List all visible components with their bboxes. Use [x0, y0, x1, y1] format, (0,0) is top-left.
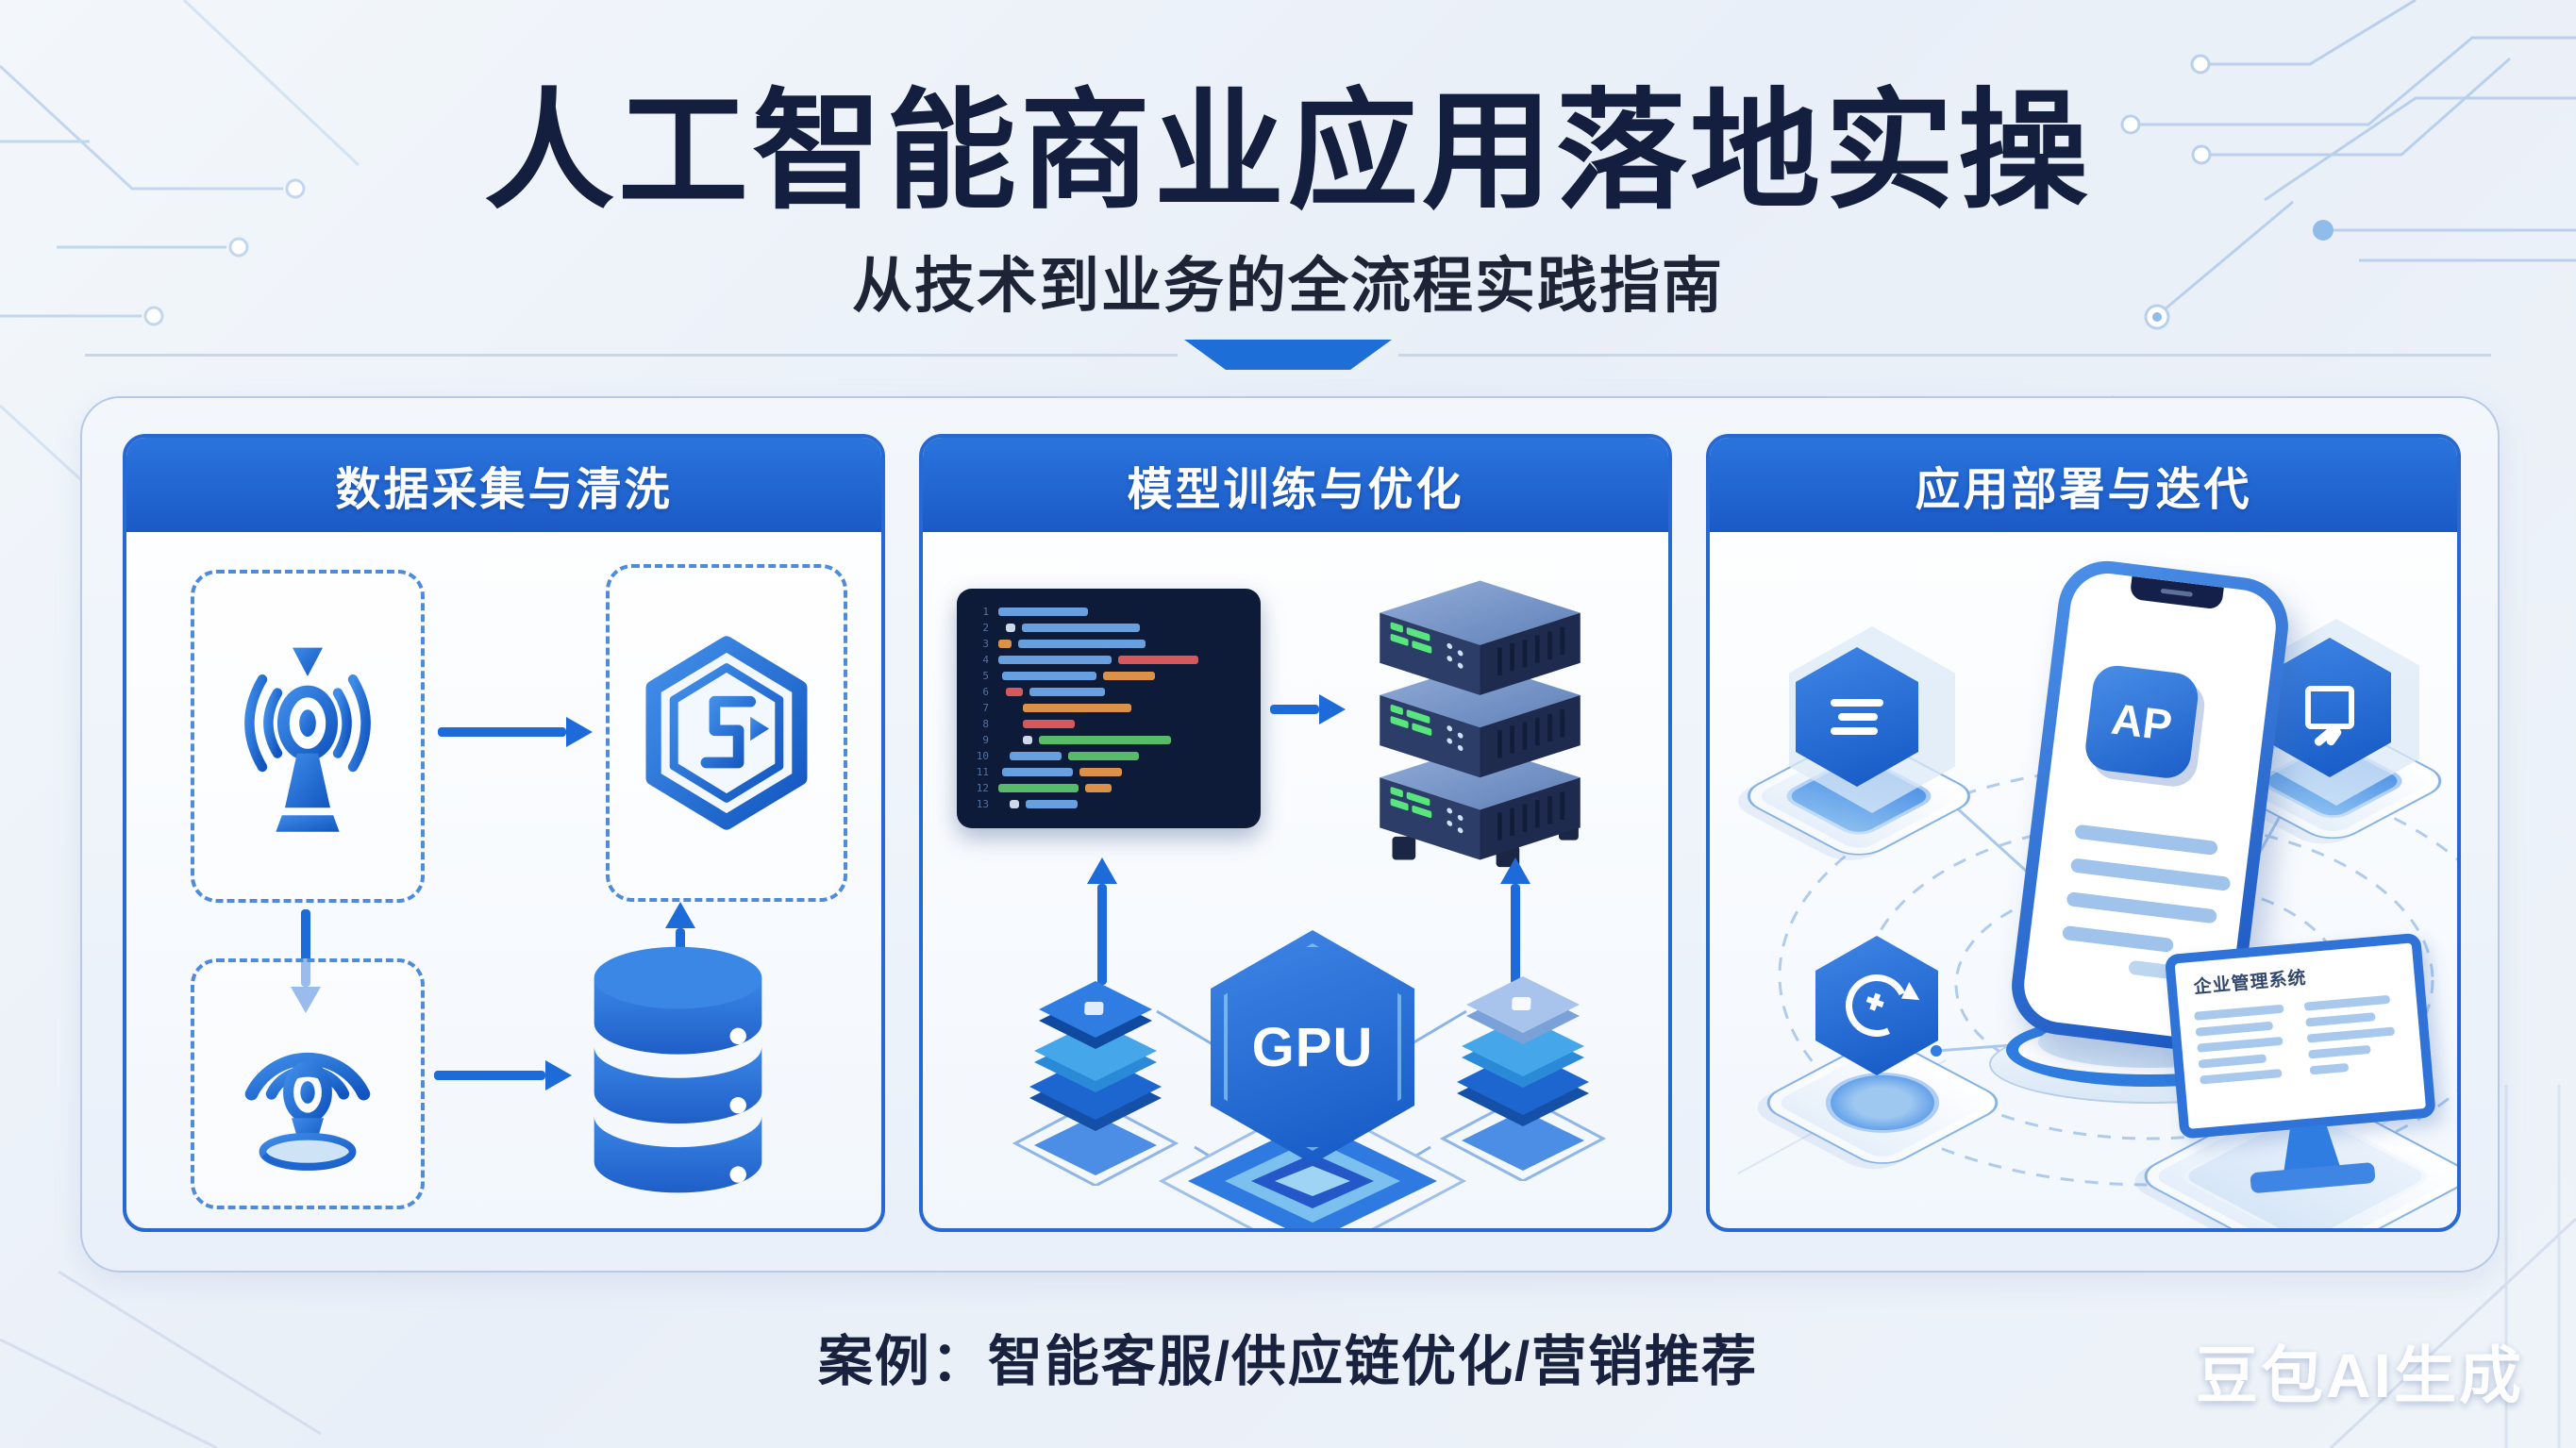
panel-2-header: 模型训练与优化: [923, 438, 1668, 532]
content-container: 数据采集与清洗: [80, 396, 2500, 1273]
page-subtitle: 从技术到业务的全流程实践指南: [852, 252, 1724, 320]
arrow-gpu-to-server: [1500, 857, 1531, 985]
arrow-code-to-server: [1270, 694, 1346, 724]
arrow-sensor-to-db: [434, 1060, 572, 1090]
package-check-glyph: [2305, 686, 2354, 729]
case-caption: 案例：智能客服/供应链优化/营销推荐: [817, 1331, 1759, 1392]
beacon-icon: [244, 1052, 371, 1171]
server-stack-icon: [1380, 580, 1581, 868]
data-process-box: [606, 564, 847, 902]
layer-stack-left-icon: [1012, 981, 1179, 1186]
layer-stack-right-icon: [1439, 976, 1607, 1181]
app-icon: AP: [2083, 662, 2201, 781]
phone-notch: [2129, 575, 2224, 610]
panel-data-collection: 数据采集与清洗: [123, 434, 885, 1232]
shield-refresh-glyph: [1836, 965, 1917, 1046]
divider-line-left: [85, 354, 1178, 357]
database-icon: [594, 946, 762, 1193]
arrow-gpu-to-code: [1087, 857, 1117, 985]
page-title: 人工智能商业应用落地实操: [483, 79, 2092, 225]
divider-line-right: [1398, 354, 2491, 357]
monitor-screen: 企业管理系统: [2164, 932, 2436, 1140]
screen-text-line: [2074, 824, 2218, 856]
screen-text-line: [2066, 891, 2218, 924]
monitor-base: [2250, 1161, 2376, 1194]
monitor: 企业管理系统: [2164, 932, 2444, 1228]
badge-package-check-icon: [2268, 638, 2391, 777]
gpu-label: GPU: [1251, 1016, 1374, 1078]
badge-platform-3-inner: [1802, 1060, 1963, 1145]
panel-deployment: 应用部署与迭代: [1706, 434, 2461, 1232]
gpu-hexagon: GPU: [1211, 930, 1414, 1164]
screen-text-line: [2062, 924, 2175, 954]
screen-text-line: [2069, 857, 2232, 891]
gpu-platform: [1158, 1099, 1467, 1228]
data-node-hexagon-icon: [645, 636, 808, 830]
panel-1-header: 数据采集与清洗: [126, 438, 881, 532]
panel-3-header: 应用部署与迭代: [1710, 438, 2457, 532]
data-source-box: [191, 570, 425, 903]
gpu-hexagon-ring: [1224, 943, 1401, 1151]
app-icon-label: AP: [2108, 693, 2175, 750]
watermark: 豆包AI生成: [2196, 1340, 2524, 1410]
arrow-source-to-process: [438, 717, 593, 747]
monitor-skeleton: [2178, 983, 2422, 1095]
report-lines-glyph: [1831, 692, 1883, 741]
antenna-icon: [244, 647, 371, 832]
monitor-stand: [2280, 1123, 2340, 1172]
data-sensor-box: [191, 958, 425, 1209]
